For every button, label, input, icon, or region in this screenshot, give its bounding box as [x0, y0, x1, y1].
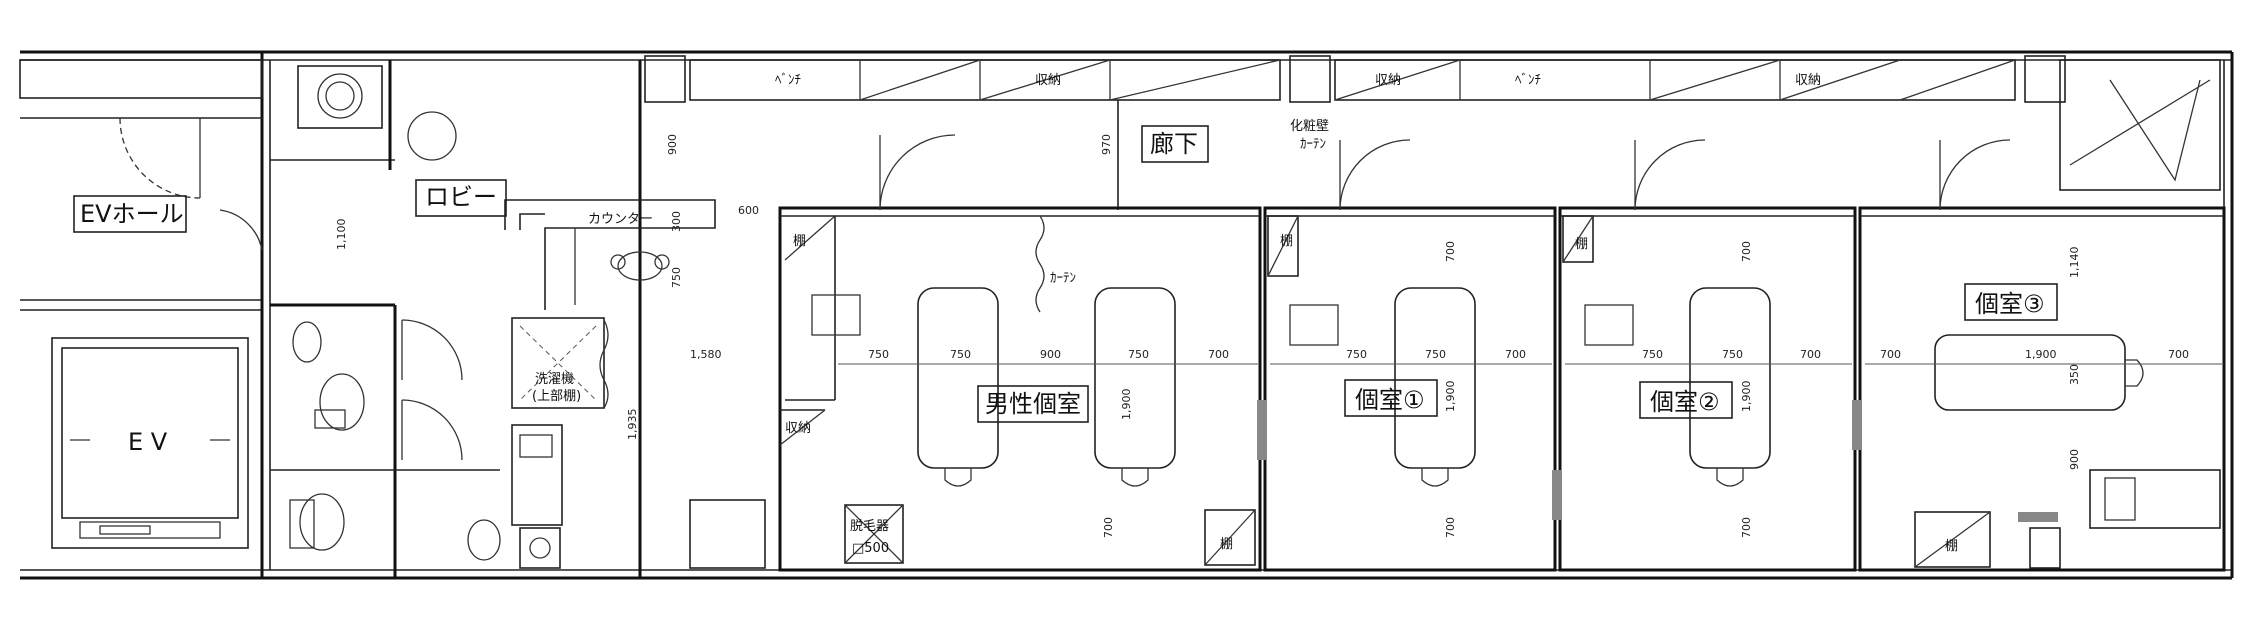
dimension-labels: 1,100 900 970 600 300 750 1,580 1,935 1,… [335, 134, 2189, 538]
washer-label-line2: (上部棚) [532, 389, 581, 404]
dim-750-vertical: 750 [670, 267, 683, 288]
dim-970: 970 [1100, 134, 1113, 155]
corridor-label: 廊下 [1150, 130, 1198, 158]
dim-750-men-3: 750 [1128, 348, 1149, 361]
dim-1900-p3: 1,900 [2025, 348, 2057, 361]
dim-700-p2: 700 [1800, 348, 1821, 361]
storage-label-3: 収納 [1795, 73, 1821, 88]
dim-1900-p1: 1,900 [1444, 381, 1457, 413]
men-private-room [689, 134, 1262, 572]
decor-wall-label: 化粧壁 [1290, 119, 1329, 134]
ev-hall-label-box [73, 195, 187, 233]
private-room-2 [1552, 139, 1857, 572]
private-room-3 [1852, 139, 2226, 572]
dim-900-men: 900 [1040, 348, 1061, 361]
private-room-2-label: 個室② [1650, 388, 1720, 416]
dim-1140: 1,140 [2068, 247, 2081, 279]
dim-1580: 1,580 [690, 348, 722, 361]
counter-label: カウンター [588, 212, 653, 227]
bench-label-1: ﾍﾞﾝﾁ [775, 73, 801, 88]
shelf-label-men-2: 棚 [1220, 537, 1233, 552]
dim-1900-men: 1,900 [1120, 389, 1133, 421]
private-room-3-label: 個室③ [1975, 290, 2045, 318]
dim-750-p1-1: 750 [1346, 348, 1367, 361]
dim-700-men: 700 [1208, 348, 1229, 361]
dim-750-p1-2: 750 [1425, 348, 1446, 361]
counter-area [504, 199, 716, 569]
hair-removal-label-line1: 脱毛器 [850, 519, 889, 534]
storage-label-men: 収納 [785, 421, 811, 436]
shelf-label-2: 棚 [1575, 237, 1588, 252]
dim-700-p3-2: 700 [2168, 348, 2189, 361]
storage-label-2: 収納 [1375, 73, 1401, 88]
dim-750-p2-2: 750 [1722, 348, 1743, 361]
dim-750-men-2: 750 [950, 348, 971, 361]
curtain-wall-label: ｶｰﾃﾝ [1300, 137, 1326, 152]
private-room-1-label-box [1344, 379, 1438, 417]
ev-hall-area [19, 59, 263, 549]
men-private-room-label: 男性個室 [985, 390, 1081, 418]
hair-removal-label-line2: □500 [852, 541, 889, 556]
dim-300: 300 [670, 211, 683, 232]
washer-label-line1: 洗濯機 [535, 372, 574, 387]
bench-label-2: ﾍﾞﾝﾁ [1515, 73, 1541, 88]
dim-350-p3: 350 [2068, 364, 2081, 385]
dim-1900-p2: 1,900 [1740, 381, 1753, 413]
private-room-2-label-box [1639, 381, 1733, 419]
dim-750-p2-1: 750 [1642, 348, 1663, 361]
dim-700-p1: 700 [1505, 348, 1526, 361]
outer-walls [20, 50, 2234, 580]
dim-700-p3-1: 700 [1880, 348, 1901, 361]
dim-700-p2-top: 700 [1740, 241, 1753, 262]
storage-label-1: 収納 [1035, 73, 1061, 88]
lobby-label-box [415, 179, 507, 217]
dim-750-men-1: 750 [868, 348, 889, 361]
dim-700-p1-top: 700 [1444, 241, 1457, 262]
shelf-label-men-1: 棚 [793, 234, 806, 249]
dim-600: 600 [738, 204, 759, 217]
ev-label: E V [128, 428, 168, 456]
curtain-label: ｶｰﾃﾝ [1050, 271, 1076, 286]
lobby-area [270, 60, 642, 578]
dim-1935: 1,935 [626, 409, 639, 441]
private-room-1-label: 個室① [1355, 386, 1425, 414]
dim-900-p3: 900 [2068, 449, 2081, 470]
dim-700-men-v: 700 [1102, 517, 1115, 538]
dim-1100: 1,100 [335, 219, 348, 251]
dim-700-p2-v: 700 [1740, 517, 1753, 538]
dim-900-corridor: 900 [666, 134, 679, 155]
lobby-label: ロビー [425, 183, 497, 211]
corridor-area [644, 55, 2221, 210]
shelf-label-1: 棚 [1280, 234, 1293, 249]
dim-700-p1-v: 700 [1444, 517, 1457, 538]
men-private-room-label-box [977, 385, 1089, 423]
ev-hall-label: EVホール [80, 200, 184, 228]
corridor-label-box [1141, 125, 1209, 163]
private-room-1 [1257, 139, 1557, 572]
shelf-label-3: 棚 [1945, 539, 1958, 554]
private-room-3-label-box [1964, 283, 2058, 321]
